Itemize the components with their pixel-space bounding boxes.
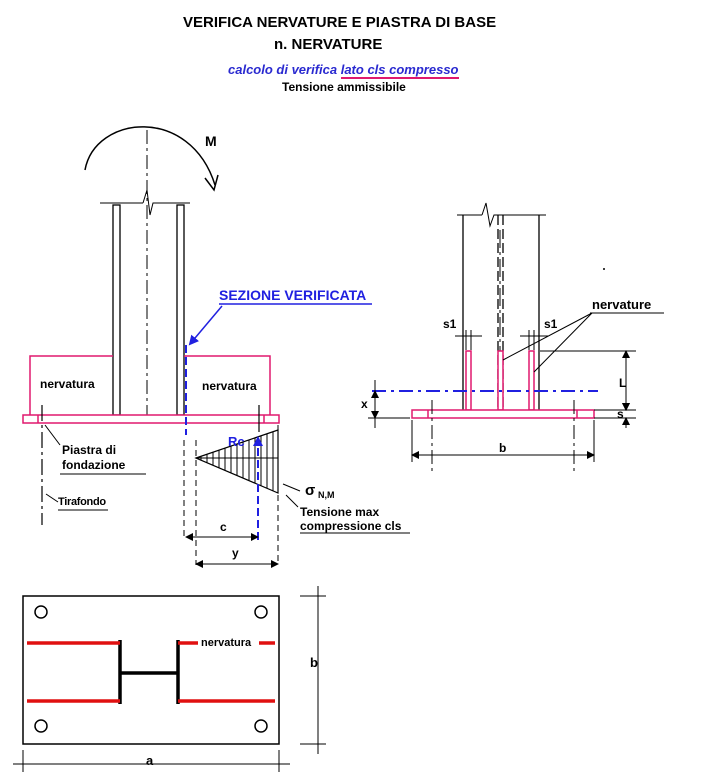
column-flange-left	[112, 204, 121, 416]
plan-plate	[22, 595, 280, 745]
plan-view: nervatura b a	[13, 586, 326, 772]
base-plate-label-2: fondazione	[62, 458, 126, 472]
ribs-label: nervature	[592, 297, 651, 312]
dimension-L-label: L	[619, 376, 626, 390]
dimension-x-label: x	[361, 397, 368, 411]
stress-symbol: σ	[305, 482, 315, 499]
rib-left	[29, 355, 113, 415]
calc-description: calcolo di verifica lato cls compresso	[228, 62, 459, 79]
rib-3	[528, 350, 535, 411]
left-elevation-view: M nervatura nervatura Piastra di fondazi…	[22, 126, 410, 568]
rib-right-label: nervatura	[202, 379, 257, 393]
bolt-hole-tl	[34, 605, 48, 619]
page-title: VERIFICA NERVATURE E PIASTRA DI BASE	[183, 14, 497, 31]
right-base-plate	[411, 409, 595, 419]
page-subtitle: n. NERVATURE	[274, 36, 383, 53]
right-elevation-view: s1 s1 nervature L s x b	[361, 202, 664, 472]
base-plate	[22, 414, 280, 424]
max-stress-label-1: Tensione max	[300, 505, 379, 519]
rib-right	[184, 355, 271, 415]
dimension-y-label: y	[232, 546, 239, 560]
dimension-b-label: b	[499, 441, 506, 455]
bolt-hole-br	[254, 719, 268, 733]
bolt-hole-tr	[254, 605, 268, 619]
reaction-label: Rc	[228, 434, 245, 449]
moment-label: M	[205, 133, 217, 149]
rib-2	[497, 350, 504, 411]
rib-left-label: nervatura	[40, 377, 95, 391]
base-plate-label-1: Piastra di	[62, 443, 116, 457]
s1-left-label: s1	[443, 317, 457, 331]
allowable-stress-label: Tensione ammissibile	[282, 80, 406, 94]
s1-right-label: s1	[544, 317, 558, 331]
plan-dimension-a-label: a	[146, 753, 154, 768]
anchor-label: Tirafondo	[58, 496, 106, 508]
plan-rib-label: nervatura	[201, 637, 252, 649]
rib-1	[465, 350, 472, 411]
dimension-s-label: s	[617, 407, 624, 421]
moment-arc	[84, 126, 216, 186]
calc-description-underlined: lato cls compresso	[340, 62, 459, 79]
moment-arrowhead	[204, 174, 219, 192]
plan-dimension-b-label: b	[310, 655, 318, 670]
dimension-c-label: c	[220, 520, 227, 534]
stress-subscript: N,M	[318, 490, 335, 500]
column-flange-right	[176, 204, 185, 416]
bolt-hole-bl	[34, 719, 48, 733]
calc-description-prefix: calcolo di verifica	[228, 62, 341, 77]
max-stress-label-2: compressione cls	[300, 519, 402, 533]
verified-section-label: SEZIONE VERIFICATA	[219, 287, 366, 303]
